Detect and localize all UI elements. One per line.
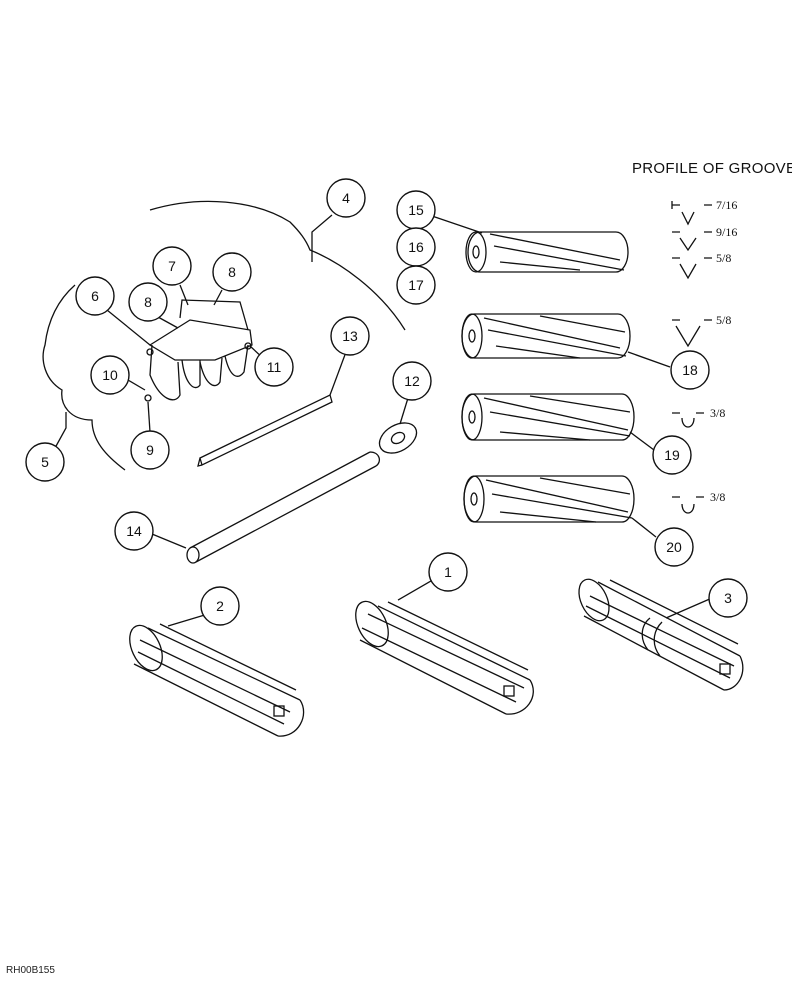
- callout-14-circle: [114, 511, 154, 551]
- callout-17: 17: [408, 277, 424, 293]
- leader-20: [631, 517, 657, 538]
- leader-7: [179, 284, 189, 306]
- callout-17-circle: [396, 265, 436, 305]
- rotor-1: [355, 600, 534, 715]
- callout-16: 16: [408, 239, 424, 255]
- groove-profile-symbols: [671, 201, 712, 514]
- leader-1: [397, 577, 437, 601]
- rotor-3: [578, 578, 744, 691]
- leader-3: [665, 597, 713, 619]
- part-13-bar: [197, 394, 333, 467]
- callout-8a: 8: [144, 294, 152, 310]
- callout-6-circle: [75, 276, 115, 316]
- callout-3: 3: [724, 590, 732, 606]
- roller-19: [461, 393, 635, 441]
- callout-5: 5: [41, 454, 49, 470]
- leader-15: [431, 215, 483, 234]
- leader-10: [127, 379, 146, 391]
- callout-6: 6: [91, 288, 99, 304]
- profile-of-groove-title: PROFILE OF GROOVE: [632, 160, 792, 177]
- callout-11: 11: [267, 359, 282, 375]
- leader-14: [151, 533, 187, 549]
- callout-8b: 8: [228, 264, 236, 280]
- callout-12: 12: [404, 373, 420, 389]
- groove-dim-2: 9/16: [716, 225, 738, 239]
- roller-18: [461, 313, 631, 359]
- callout-8b-circle: [212, 252, 252, 292]
- leader-9: [147, 401, 151, 433]
- part-14-shaft-end: [186, 546, 200, 564]
- callout-8a-circle: [128, 282, 168, 322]
- groove-dim-3: 5/8: [716, 251, 732, 265]
- callout-19: 19: [664, 447, 680, 463]
- group-outline-cloud: [42, 200, 406, 471]
- callout-2-circle: [200, 586, 240, 626]
- callout-5-circle: [25, 442, 65, 482]
- callout-12-circle: [392, 361, 432, 401]
- callout-13: 13: [342, 328, 358, 344]
- groove-dim-5: 3/8: [710, 406, 726, 420]
- callout-2: 2: [216, 598, 224, 614]
- callout-4-circle: [326, 178, 366, 218]
- callout-13-circle: [330, 316, 370, 356]
- rotor-2: [129, 623, 305, 737]
- callout-3-circle: [708, 578, 748, 618]
- leader-19: [629, 431, 655, 451]
- roller-20: [463, 475, 635, 523]
- leader-4: [311, 214, 333, 262]
- groove-dim-6: 3/8: [710, 490, 726, 504]
- leader-8b: [213, 289, 223, 306]
- groove-dim-1: 7/16: [716, 198, 738, 212]
- groove-dim-4: 5/8: [716, 313, 732, 327]
- callout-14: 14: [126, 523, 142, 539]
- roller-15-16-17: [465, 231, 629, 273]
- callout-9: 9: [146, 442, 154, 458]
- callout-7: 7: [168, 258, 176, 274]
- part-14-shaft: [189, 451, 381, 563]
- leader-2: [167, 613, 209, 627]
- callout-15: 15: [408, 202, 424, 218]
- drawing-reference-code: RH00B155: [6, 965, 55, 976]
- callout-7-circle: [152, 246, 192, 286]
- part-12-washer: [378, 422, 418, 454]
- callout-11-circle: [254, 347, 294, 387]
- callout-1-circle: [428, 552, 468, 592]
- leader-12: [399, 397, 409, 425]
- callout-10-circle: [90, 355, 130, 395]
- callout-18: 18: [682, 362, 698, 378]
- leader-18: [627, 351, 671, 368]
- callout-20-circle: [654, 527, 694, 567]
- leader-5: [54, 412, 67, 449]
- leader-8a: [157, 316, 179, 329]
- callout-9-circle: [130, 430, 170, 470]
- bracket-assembly: [144, 299, 253, 402]
- leader-6: [106, 309, 151, 346]
- leader-13: [329, 351, 347, 396]
- callout-4: 4: [342, 190, 350, 206]
- callout-18-circle: [670, 350, 710, 390]
- callout-10: 10: [102, 367, 118, 383]
- callout-20: 20: [666, 539, 682, 555]
- callout-19-circle: [652, 435, 692, 475]
- callout-1: 1: [444, 564, 452, 580]
